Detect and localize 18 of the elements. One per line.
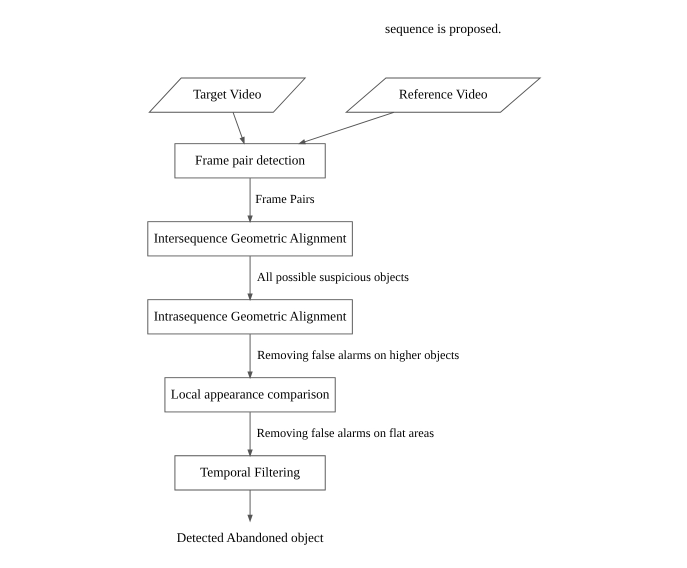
arrow	[297, 112, 394, 144]
edge-label: Removing false alarms on flat areas	[256, 426, 434, 440]
node-box: Frame pair detection	[174, 143, 326, 178]
arrow	[232, 112, 244, 145]
label: sequence is proposed.	[384, 21, 501, 36]
node-box: Intrasequence Geometric Alignment	[146, 299, 352, 334]
arrow	[246, 178, 252, 224]
edge-label: Removing false alarms on higher objects	[256, 348, 459, 362]
node-box: Local appearance comparison	[164, 377, 336, 412]
edge-label: Frame Pairs	[254, 192, 314, 206]
node-box: Intersequence Geometric Alignment	[146, 221, 352, 256]
edge-label: All possible suspicious objects	[256, 270, 409, 284]
arrow	[246, 256, 252, 302]
arrow	[246, 490, 252, 522]
node-text: Detected Abandoned object	[176, 530, 324, 546]
arrow	[246, 334, 252, 380]
arrow	[246, 412, 252, 458]
node-box: Temporal Filtering	[174, 455, 326, 490]
